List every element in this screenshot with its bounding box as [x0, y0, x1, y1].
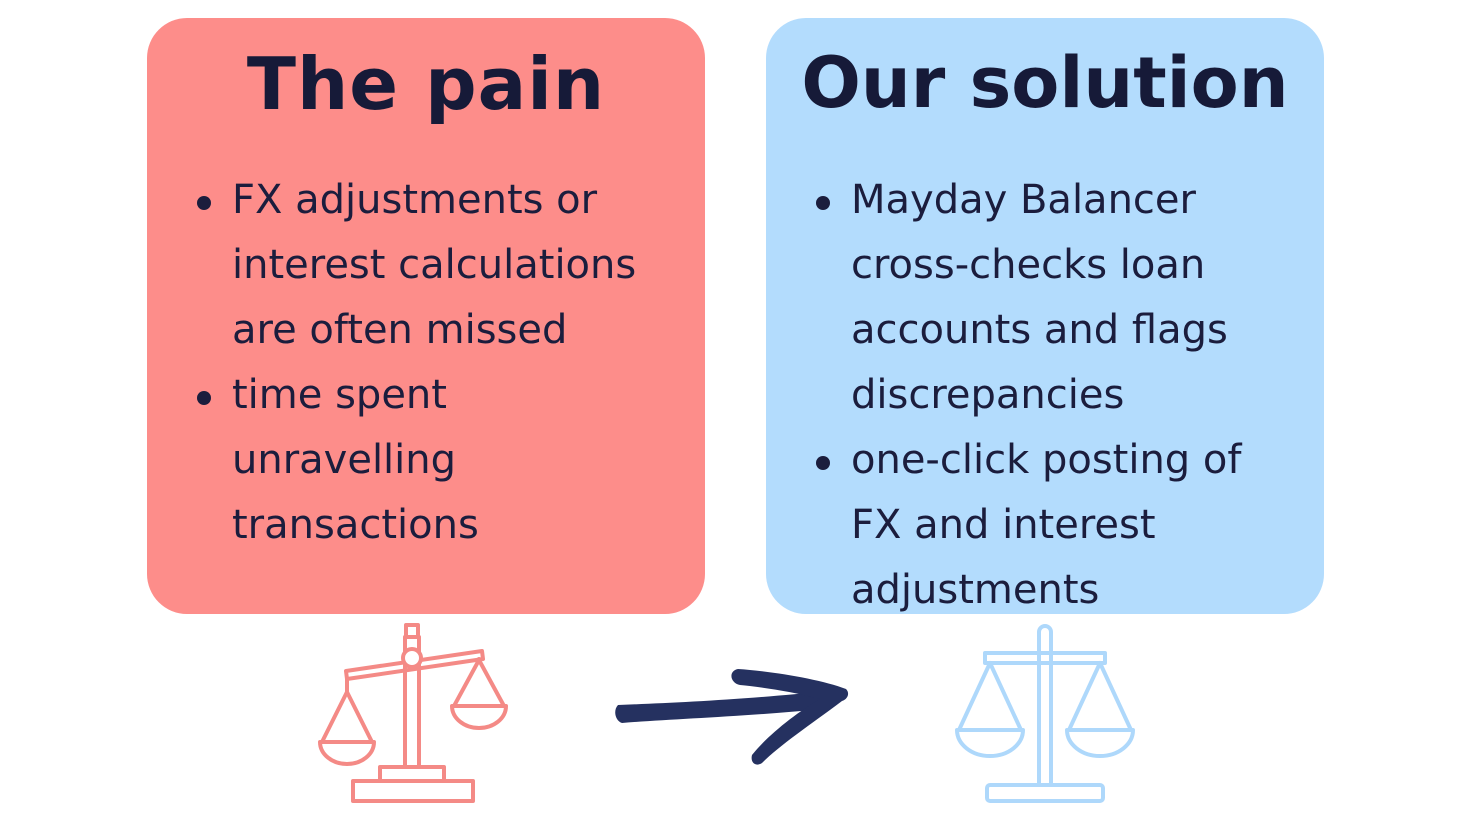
- solution-bullet-item: Mayday Balancer cross-checks loan accoun…: [814, 168, 1316, 428]
- bullet-line: FX adjustments or: [232, 177, 598, 223]
- bullet-line: interest calculations: [232, 242, 637, 288]
- bullet-line: accounts and flags: [851, 307, 1228, 353]
- bullet-line: transactions: [232, 502, 479, 548]
- unbalanced-scale-icon: [310, 620, 520, 810]
- bullet-line: discrepancies: [851, 372, 1125, 418]
- bullet-line: cross-checks loan: [851, 242, 1206, 288]
- solution-bullet-list: Mayday Balancer cross-checks loan accoun…: [814, 168, 1316, 623]
- bullet-line: are often missed: [232, 307, 568, 353]
- solution-title: Our solution: [801, 42, 1289, 124]
- bullet-line: unravelling: [232, 437, 457, 483]
- pain-bullet-item: FX adjustments or interest calculations …: [195, 168, 697, 363]
- pain-bullet-item: time spent unravelling transactions: [195, 363, 697, 558]
- bullet-line: adjustments: [851, 567, 1100, 613]
- solution-bullet-item: one-click posting of FX and interest adj…: [814, 428, 1316, 623]
- bullet-line: Mayday Balancer: [851, 177, 1196, 223]
- pain-title: The pain: [246, 42, 606, 126]
- bullet-line: FX and interest: [851, 502, 1156, 548]
- pain-card: The pain FX adjustments or interest calc…: [147, 18, 705, 614]
- solution-card: Our solution Mayday Balancer cross-check…: [766, 18, 1324, 614]
- bullet-line: one-click posting of: [851, 437, 1242, 483]
- bullet-line: time spent: [232, 372, 447, 418]
- arrow-right-icon: [610, 655, 855, 775]
- pain-bullet-list: FX adjustments or interest calculations …: [195, 168, 697, 558]
- balanced-scale-icon: [945, 620, 1145, 810]
